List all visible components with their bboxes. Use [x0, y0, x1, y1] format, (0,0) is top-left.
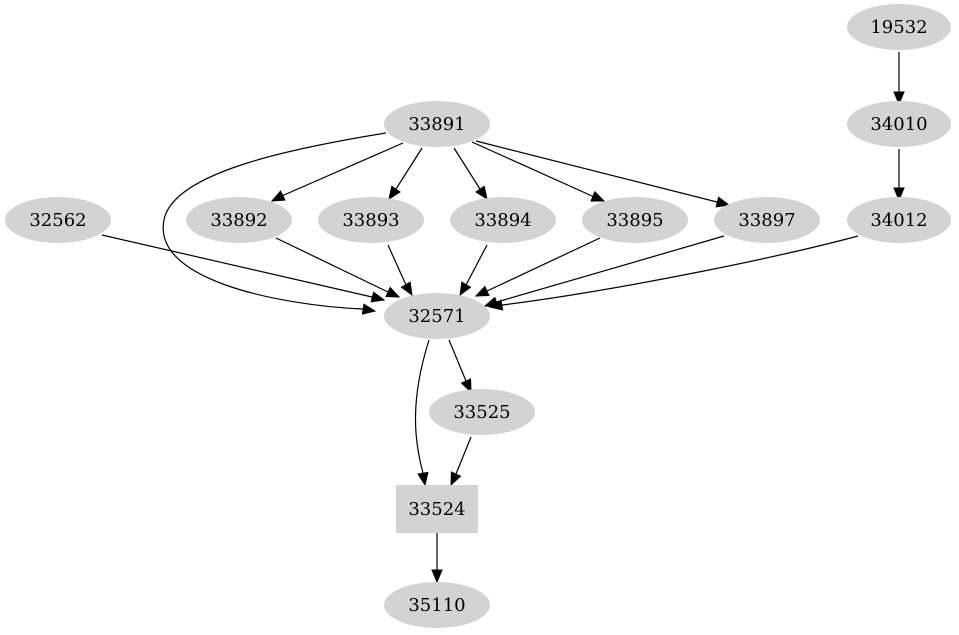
- edge-33891-to-33895: [471, 141, 606, 202]
- edge-34012-to-32571: [488, 235, 859, 311]
- edge-33891-to-33893: [388, 147, 423, 201]
- node-box: [396, 485, 478, 533]
- edge-line: [471, 141, 605, 202]
- edge-line: [475, 140, 730, 206]
- edge-arrowhead: [715, 196, 731, 208]
- edge-arrowhead: [460, 378, 472, 394]
- node-label: 32571: [408, 306, 465, 327]
- edge-33893-to-32571: [387, 244, 413, 297]
- edge-19532-to-34010: [893, 52, 905, 106]
- edge-arrowhead: [893, 91, 905, 106]
- node-33894: 33894: [450, 197, 556, 243]
- node-33524: 33524: [396, 485, 478, 533]
- node-label: 33893: [342, 210, 399, 231]
- node-35110: 35110: [384, 582, 490, 628]
- edge-33891-to-32571: [162, 132, 387, 315]
- node-label: 19532: [870, 17, 927, 38]
- node-33893: 33893: [318, 197, 424, 243]
- node-ellipse: [186, 197, 292, 243]
- edge-32571-to-33524: [414, 339, 430, 487]
- node-33895: 33895: [582, 197, 688, 243]
- edge-33891-to-33897: [475, 140, 731, 208]
- node-ellipse: [450, 197, 556, 243]
- edge-arrowhead: [431, 569, 443, 584]
- edge-line: [275, 237, 400, 298]
- node-label: 32562: [29, 210, 86, 231]
- node-33891: 33891: [384, 101, 490, 147]
- edge-arrowhead: [488, 299, 504, 311]
- edge-arrowhead: [450, 471, 462, 487]
- edge-line: [162, 132, 387, 312]
- edge-33894-to-32571: [459, 244, 488, 297]
- node-ellipse: [847, 101, 951, 147]
- node-ellipse: [384, 101, 490, 147]
- node-ellipse: [5, 197, 111, 243]
- edge-32562-to-32571: [101, 234, 386, 303]
- node-32562: 32562: [5, 197, 111, 243]
- edge-arrowhead: [385, 286, 401, 298]
- edge-33895-to-32571: [474, 237, 601, 297]
- nodes-layer: 19532 34010 33891 32562 33892 33893 33894 33895…: [5, 4, 951, 628]
- node-label: 33892: [210, 210, 267, 231]
- node-ellipse: [429, 389, 535, 435]
- node-label: 33891: [408, 114, 465, 135]
- edge-33524-to-35110: [431, 533, 443, 584]
- node-33892: 33892: [186, 197, 292, 243]
- node-ellipse: [847, 197, 951, 243]
- node-label: 34012: [870, 210, 927, 231]
- node-32571: 32571: [384, 293, 490, 339]
- node-33525: 33525: [429, 389, 535, 435]
- node-label: 35110: [408, 595, 465, 616]
- edge-line: [414, 339, 430, 486]
- node-label: 33524: [408, 499, 465, 520]
- edge-34010-to-34012: [893, 149, 905, 202]
- edge-arrowhead: [370, 291, 386, 303]
- node-33897: 33897: [714, 197, 820, 243]
- node-ellipse: [714, 197, 820, 243]
- edge-33892-to-32571: [275, 237, 401, 298]
- edge-arrowhead: [400, 281, 413, 297]
- edge-arrowhead: [475, 185, 488, 201]
- node-label: 33525: [453, 402, 510, 423]
- node-label: 33895: [606, 210, 663, 231]
- node-34012: 34012: [847, 197, 951, 243]
- node-ellipse: [582, 197, 688, 243]
- edge-arrowhead: [590, 190, 606, 202]
- edge-arrowhead: [417, 471, 429, 487]
- node-ellipse: [384, 293, 490, 339]
- edge-33891-to-33892: [270, 142, 404, 202]
- node-ellipse: [384, 582, 490, 628]
- edge-line: [489, 235, 859, 308]
- edge-33891-to-33894: [453, 147, 488, 201]
- node-label: 33897: [738, 210, 795, 231]
- edge-32571-to-33525: [448, 339, 472, 394]
- edge-line: [475, 237, 601, 297]
- edge-33897-to-32571: [483, 235, 725, 308]
- node-34010: 34010: [847, 101, 951, 147]
- node-ellipse: [847, 4, 951, 50]
- edge-arrowhead: [270, 190, 286, 202]
- node-ellipse: [318, 197, 424, 243]
- edge-arrowhead: [388, 185, 401, 201]
- edge-arrowhead: [459, 281, 472, 297]
- node-label: 34010: [870, 114, 927, 135]
- edge-33525-to-33524: [450, 436, 472, 487]
- edge-arrowhead: [474, 285, 490, 297]
- edge-arrowhead: [893, 187, 905, 202]
- edge-arrowhead: [361, 303, 377, 315]
- node-19532: 19532: [847, 4, 951, 50]
- node-label: 33894: [474, 210, 531, 231]
- edge-line: [484, 235, 725, 307]
- edges-layer: [101, 52, 905, 584]
